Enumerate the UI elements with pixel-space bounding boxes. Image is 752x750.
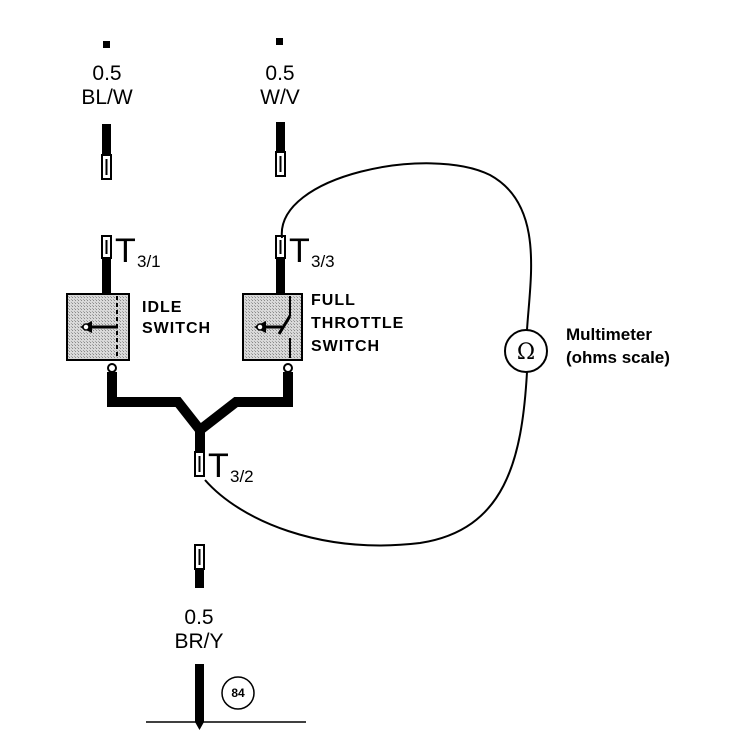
wire-stub-top-right [276, 38, 283, 45]
terminal-sub-t32: 3/2 [230, 467, 254, 486]
idle-switch-contact [107, 363, 117, 373]
wire-segment-top-right [276, 122, 285, 154]
omega-symbol: Ω [517, 340, 535, 365]
idle-switch-label-2: SWITCH [142, 320, 211, 337]
wire-color-top-left: BL/W [81, 86, 133, 109]
full-switch-contact [283, 363, 293, 373]
connector-top-left [101, 154, 112, 180]
terminal-label-t31: T [115, 232, 136, 270]
ground-ref-number: 84 [231, 686, 245, 700]
terminal-label-t33: T [289, 232, 310, 270]
wire-color-top-right: W/V [260, 86, 300, 109]
idle-switch-label-1: IDLE [142, 299, 182, 316]
multimeter-circle [504, 329, 548, 373]
wire-segment-top-left [102, 124, 111, 156]
wire-y-junction-left [107, 372, 205, 452]
wire-segment-bottom [195, 568, 204, 588]
multimeter-label: Multimeter [566, 325, 652, 344]
wire-gauge-top-left: 0.5 [92, 62, 121, 85]
terminal-sub-t31: 3/1 [137, 252, 161, 271]
terminal-label-t32: T [208, 447, 229, 485]
wire-color-bottom: BR/Y [174, 630, 223, 653]
wire-t31-to-idle [102, 258, 111, 294]
connector-t33 [275, 235, 286, 259]
wire-t33-to-full [276, 258, 285, 294]
multimeter-lead-bottom [204, 371, 528, 547]
idle-switch [66, 293, 130, 361]
wire-y-junction-right [196, 372, 293, 434]
connector-bottom [194, 544, 205, 570]
full-throttle-label-1: FULL [311, 292, 356, 309]
connector-t32 [194, 451, 205, 477]
connector-top-right [275, 151, 286, 177]
connector-t31 [101, 235, 112, 259]
multimeter-lead-top [280, 162, 533, 331]
terminal-sub-t33: 3/3 [311, 252, 335, 271]
full-throttle-label-2: THROTTLE [311, 315, 404, 332]
full-throttle-switch [242, 293, 303, 361]
wire-stub-top-left [103, 41, 110, 48]
full-throttle-label-3: SWITCH [311, 338, 380, 355]
wire-gauge-bottom: 0.5 [184, 606, 213, 629]
multimeter-sublabel: (ohms scale) [566, 348, 670, 367]
ground-ref-circle [221, 676, 255, 710]
wire-ground-tip [195, 722, 204, 730]
wire-gauge-top-right: 0.5 [265, 62, 294, 85]
wire-ground [195, 664, 204, 722]
